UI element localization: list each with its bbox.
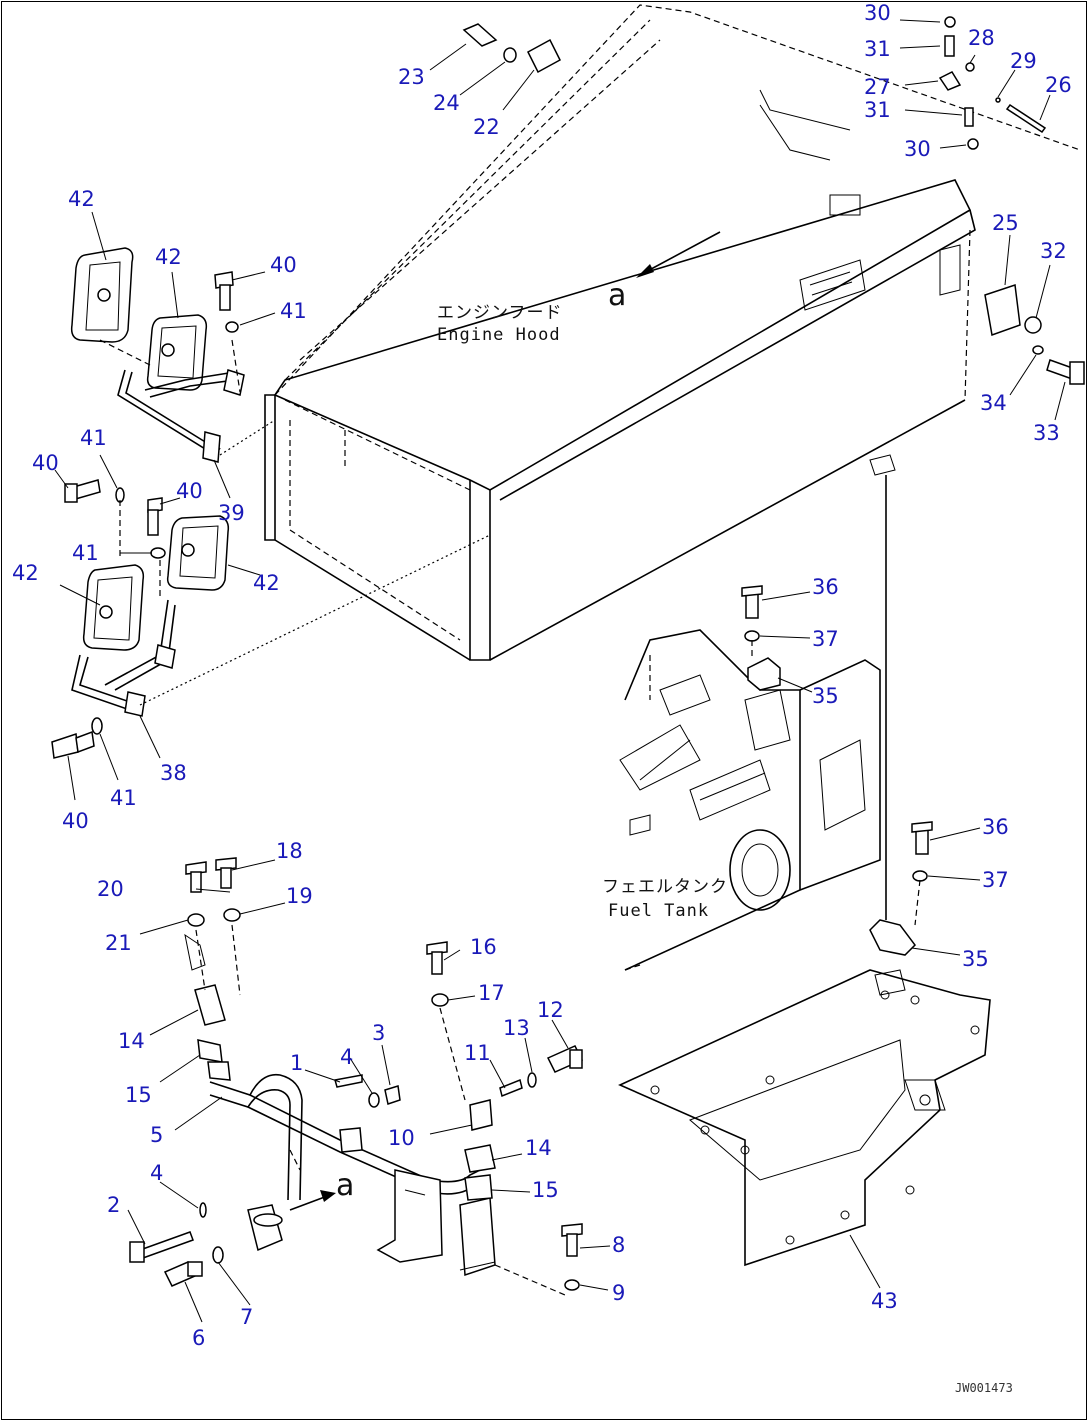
under-cover-43 bbox=[618, 969, 991, 1289]
callout-13: 13 bbox=[503, 1016, 530, 1040]
callout-3: 3 bbox=[372, 1021, 385, 1045]
engine-hood-jp-label: エンジンフード bbox=[437, 303, 563, 323]
callout-41: 41 bbox=[110, 786, 137, 810]
callout-39: 39 bbox=[218, 501, 245, 525]
callout-30: 30 bbox=[904, 137, 931, 161]
cover-plate-22 bbox=[429, 23, 561, 111]
callout-35: 35 bbox=[962, 947, 989, 971]
callout-15: 15 bbox=[532, 1178, 559, 1202]
callout-36: 36 bbox=[982, 815, 1009, 839]
callout-40: 40 bbox=[32, 451, 59, 475]
callout-41: 41 bbox=[280, 299, 307, 323]
callout-30: 30 bbox=[864, 1, 891, 25]
callout-9: 9 bbox=[612, 1281, 625, 1305]
fuel-tank-jp-label: フェエルタンク bbox=[602, 877, 728, 897]
callout-2: 2 bbox=[107, 1193, 120, 1217]
callout-25: 25 bbox=[992, 211, 1019, 235]
callout-40: 40 bbox=[176, 479, 203, 503]
callout-42: 42 bbox=[253, 571, 280, 595]
callout-5: 5 bbox=[150, 1123, 163, 1147]
callout-11: 11 bbox=[464, 1041, 491, 1065]
callout-23: 23 bbox=[398, 65, 425, 89]
callout-42: 42 bbox=[155, 245, 182, 269]
callout-12: 12 bbox=[537, 998, 564, 1022]
callout-numbers: 30 31 28 29 26 27 31 30 23 24 22 25 32 3… bbox=[12, 1, 1072, 1350]
callout-28: 28 bbox=[968, 26, 995, 50]
callout-31: 31 bbox=[864, 37, 891, 61]
engine-hood-en-label: Engine Hood bbox=[437, 325, 561, 345]
callout-4: 4 bbox=[150, 1161, 163, 1185]
callout-43: 43 bbox=[871, 1289, 898, 1313]
callout-42: 42 bbox=[12, 561, 39, 585]
callout-10: 10 bbox=[388, 1126, 415, 1150]
callout-33: 33 bbox=[1033, 421, 1060, 445]
engine-hood bbox=[264, 4, 1081, 661]
callout-27: 27 bbox=[864, 75, 891, 99]
callout-37: 37 bbox=[812, 627, 839, 651]
callout-8: 8 bbox=[612, 1233, 625, 1257]
view-ref-upper: a bbox=[608, 278, 626, 313]
mount-brackets-35 bbox=[741, 475, 981, 956]
drawing-code: JW001473 bbox=[955, 1381, 1013, 1395]
callout-17: 17 bbox=[478, 981, 505, 1005]
callout-32: 32 bbox=[1040, 239, 1067, 263]
callout-29: 29 bbox=[1010, 49, 1037, 73]
callout-7: 7 bbox=[240, 1305, 253, 1329]
callout-24: 24 bbox=[433, 91, 460, 115]
callout-36: 36 bbox=[812, 575, 839, 599]
callout-18: 18 bbox=[276, 839, 303, 863]
mirror-assembly-lower bbox=[51, 419, 491, 801]
callout-20: 20 bbox=[97, 877, 124, 901]
callout-22: 22 bbox=[473, 115, 500, 139]
callout-38: 38 bbox=[160, 761, 187, 785]
callout-16: 16 bbox=[470, 935, 497, 959]
latch-pin-assembly bbox=[899, 16, 1051, 150]
callout-41: 41 bbox=[80, 426, 107, 450]
callout-21: 21 bbox=[105, 931, 132, 955]
callout-41: 41 bbox=[72, 541, 99, 565]
callout-15: 15 bbox=[125, 1083, 152, 1107]
callout-19: 19 bbox=[286, 884, 313, 908]
callout-35: 35 bbox=[812, 684, 839, 708]
hood-bracket-25 bbox=[984, 234, 1085, 421]
callout-26: 26 bbox=[1045, 73, 1072, 97]
callout-40: 40 bbox=[270, 253, 297, 277]
callout-4: 4 bbox=[340, 1045, 353, 1069]
callout-14: 14 bbox=[118, 1029, 145, 1053]
view-ref-lower: a bbox=[336, 1168, 354, 1203]
fuel-tank bbox=[619, 629, 881, 971]
mirror-assembly-upper bbox=[70, 211, 276, 499]
callout-14: 14 bbox=[525, 1136, 552, 1160]
fuel-tank-en-label: Fuel Tank bbox=[608, 901, 709, 921]
callout-40: 40 bbox=[62, 809, 89, 833]
handrail-assembly bbox=[127, 857, 611, 1323]
callout-1: 1 bbox=[290, 1051, 303, 1075]
callout-42: 42 bbox=[68, 187, 95, 211]
callout-31: 31 bbox=[864, 98, 891, 122]
callout-37: 37 bbox=[982, 868, 1009, 892]
callout-34: 34 bbox=[980, 391, 1007, 415]
callout-6: 6 bbox=[192, 1326, 205, 1350]
